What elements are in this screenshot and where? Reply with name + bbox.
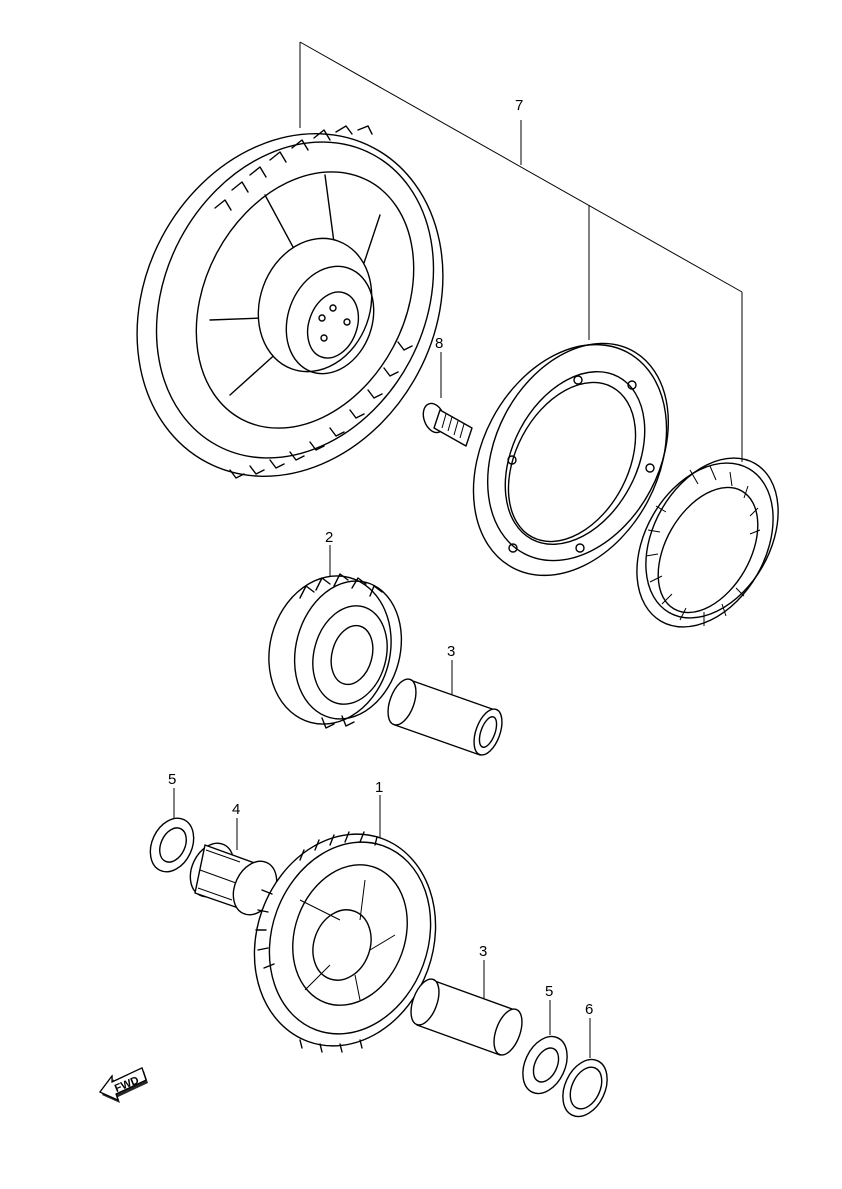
clutch-housing-ring xyxy=(472,342,670,577)
callout-5-right: 5 xyxy=(545,983,553,1000)
washer-part-6 xyxy=(562,1018,608,1118)
callout-4: 4 xyxy=(232,801,240,818)
fwd-direction-arrow: FWD xyxy=(99,1067,148,1103)
shaft-part-3-upper xyxy=(387,660,503,756)
callout-7: 7 xyxy=(515,97,523,114)
idler-gear-part-2 xyxy=(268,545,403,729)
starter-idle-gear-part-1 xyxy=(253,795,437,1053)
one-way-clutch-cage xyxy=(636,457,779,628)
callout-8: 8 xyxy=(435,335,443,352)
callout-3-upper: 3 xyxy=(447,643,455,660)
shaft-part-3-lower xyxy=(410,960,523,1056)
callout-2: 2 xyxy=(325,529,333,546)
callout-6: 6 xyxy=(585,1001,593,1018)
washer-part-5-right xyxy=(522,1000,568,1095)
callout-1: 1 xyxy=(375,779,383,796)
bolt-part-8 xyxy=(422,352,473,447)
starter-clutch-gear xyxy=(136,125,444,479)
callout-5-left: 5 xyxy=(168,771,176,788)
callout-3-lower: 3 xyxy=(479,943,487,960)
washer-part-5-left xyxy=(149,788,195,873)
assembly-7-leader-lines xyxy=(299,41,743,462)
